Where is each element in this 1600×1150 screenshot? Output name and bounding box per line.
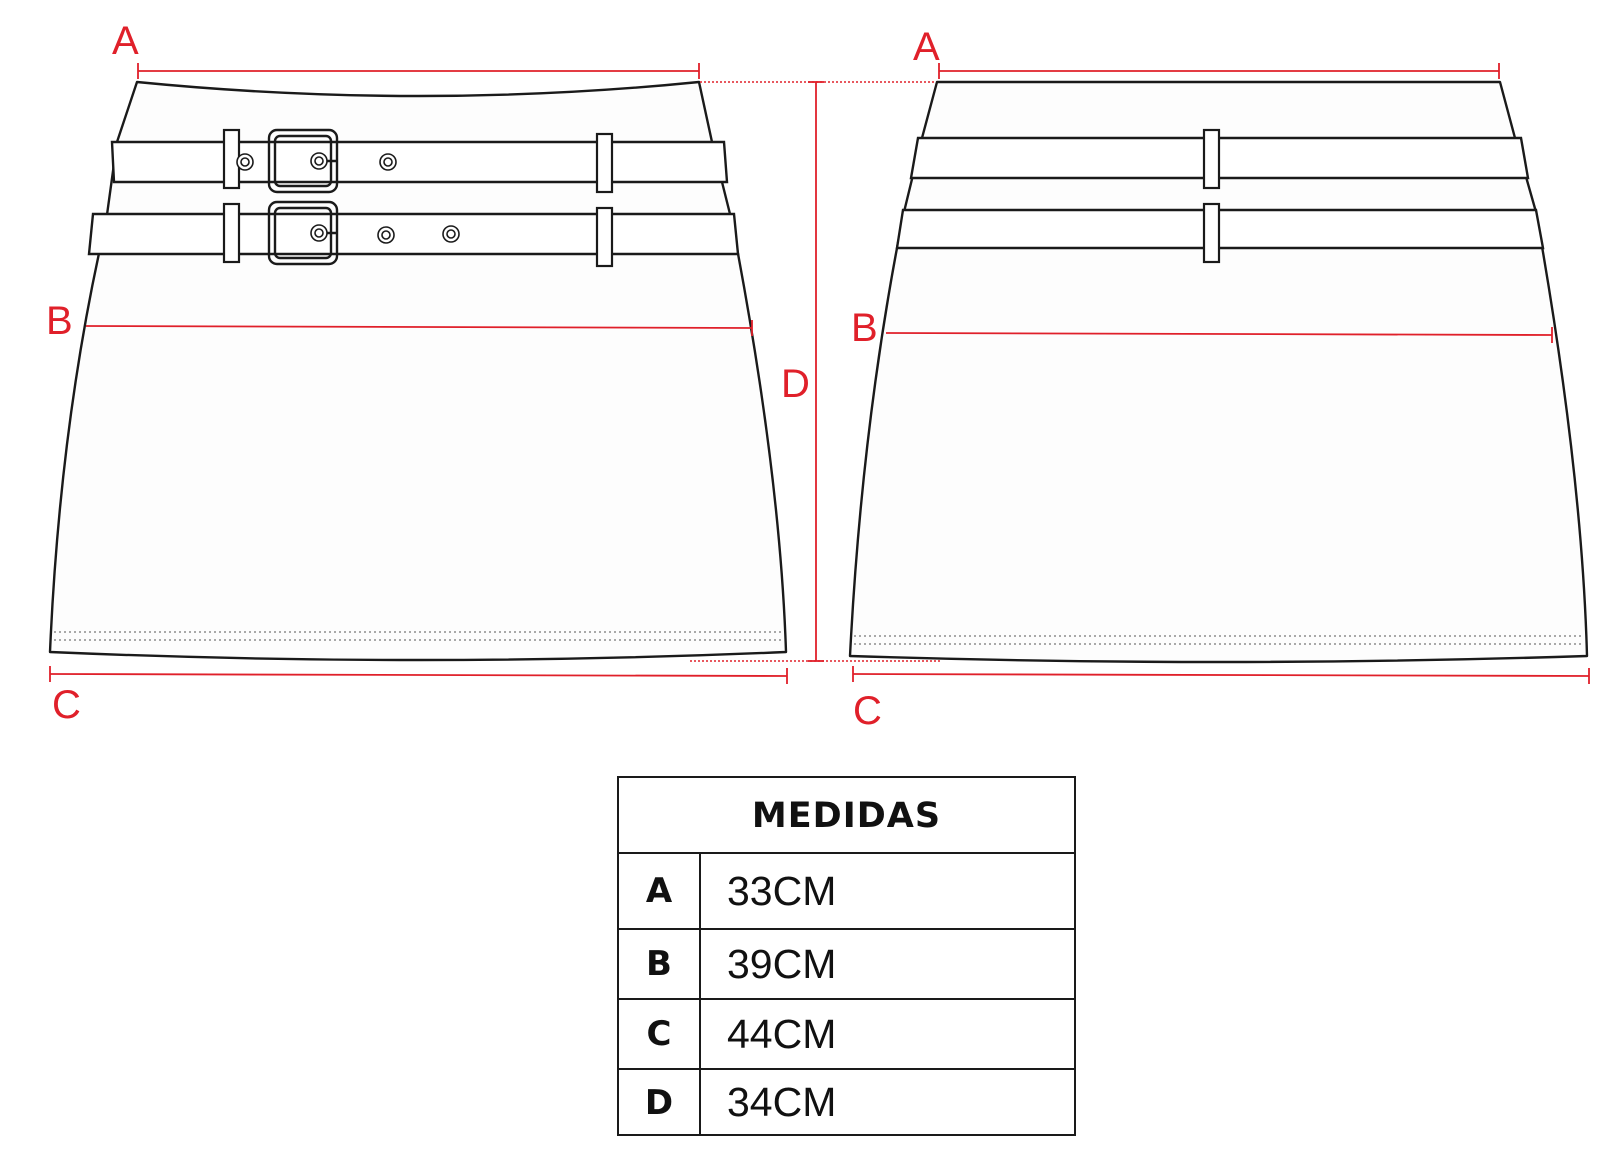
table-row: D 34CM (619, 1070, 1074, 1135)
front-measure-d-line (690, 81, 940, 662)
front-measure-a-line (137, 63, 700, 79)
row-value: 44CM (727, 1010, 837, 1057)
front-label-a: A (112, 19, 139, 63)
table-row: B 39CM (619, 930, 1074, 1000)
row-key: B (619, 930, 701, 998)
eyelet-icon (310, 224, 328, 242)
front-belt-loop (595, 206, 614, 268)
back-measure-c-line (852, 666, 1590, 684)
eyelet-icon (377, 226, 395, 244)
back-belt-loop (1202, 128, 1221, 190)
back-label-a: A (913, 25, 940, 69)
row-value: 39CM (727, 940, 837, 987)
front-label-b: B (46, 299, 73, 343)
back-measure-a-line (938, 63, 1500, 79)
eyelet-icon (379, 153, 397, 171)
front-label-d: D (781, 362, 810, 406)
front-belt-loop (595, 132, 614, 194)
table-row: A 33CM (619, 854, 1074, 930)
front-buckle-upper (267, 128, 339, 194)
back-label-b: B (851, 306, 878, 350)
eyelet-icon (442, 225, 460, 243)
back-label-c: C (853, 689, 882, 733)
row-key: D (619, 1070, 701, 1135)
table-row: C 44CM (619, 1000, 1074, 1070)
back-view: A B C (848, 25, 1590, 733)
row-value: 34CM (727, 1079, 837, 1125)
row-key: C (619, 1000, 701, 1068)
table-title: MEDIDAS (619, 778, 1074, 854)
measurements-table: MEDIDAS A 33CM B 39CM C 44CM D 34CM (617, 776, 1076, 1136)
front-belt-lower (87, 212, 740, 256)
front-measure-c-line (49, 666, 788, 684)
skirt-drawings: A B C D (46, 19, 1590, 733)
row-value: 33CM (727, 867, 837, 914)
front-view: A B C D (46, 19, 940, 727)
front-belt-loop (222, 202, 241, 264)
row-key: A (619, 854, 701, 928)
back-belt-loop (1202, 202, 1221, 264)
eyelet-icon (236, 153, 254, 171)
front-belt-upper (110, 140, 729, 184)
front-label-c: C (52, 683, 81, 727)
front-measure-b-line (85, 320, 753, 336)
back-measure-b-line (885, 327, 1553, 343)
eyelet-icon (310, 152, 328, 170)
